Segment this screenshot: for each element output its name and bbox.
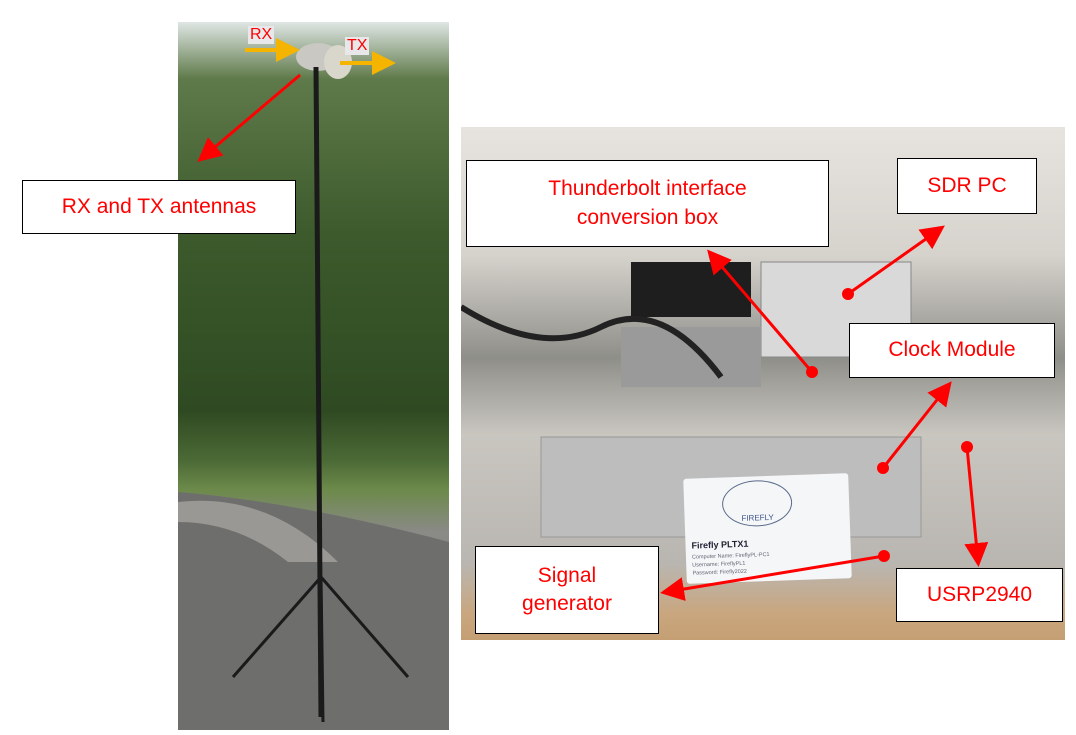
label-sdr-pc: SDR PC [897, 158, 1037, 214]
antenna-pointer-arrow [197, 73, 301, 162]
sdr-pc-pointer-arrow [842, 225, 945, 300]
tx-tag: TX [345, 37, 370, 55]
thunderbolt-pointer-arrow [707, 249, 818, 378]
label-usrp2940: USRP2940 [896, 568, 1063, 622]
rx-tag: RX [248, 26, 275, 44]
tripod-drawing [178, 43, 449, 730]
antenna-tripod-photo [178, 22, 449, 730]
label-signal-generator: Signal generator [475, 546, 659, 634]
label-rx-tx-antennas: RX and TX antennas [22, 180, 296, 234]
label-clock-module: Clock Module [849, 323, 1055, 378]
label-thunderbolt-box: Thunderbolt interface conversion box [466, 160, 829, 247]
signal-gen-pointer-arrow [660, 550, 890, 601]
clock-pointer-arrow [877, 381, 952, 474]
usrp-pointer-arrow [961, 441, 989, 567]
